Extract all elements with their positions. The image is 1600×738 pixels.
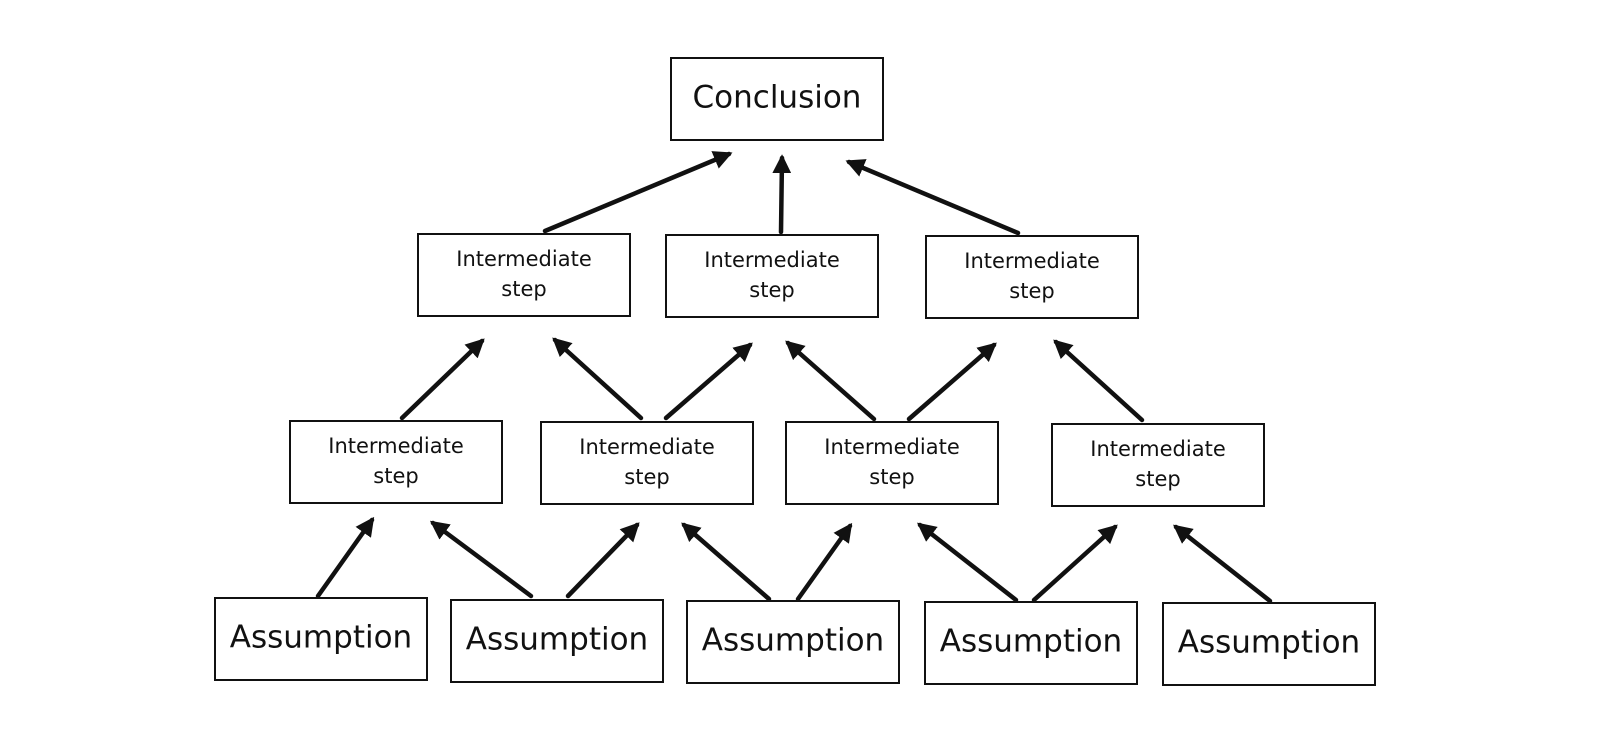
nodes-layer: ConclusionIntermediatestepIntermediatest… [214,57,1376,686]
step-g-label-line-1: Intermediate [1090,437,1226,461]
step-a-label-line-2: step [501,277,546,301]
step-c-label-line-2: step [1009,279,1054,303]
arrow-assumption-1-to-step-d [315,516,375,599]
arrow-step-e-to-step-b [663,342,753,421]
assumption-3-box [686,600,900,684]
step-a-label-line-1: Intermediate [456,247,592,271]
node-step-d: Intermediate step [289,420,503,504]
step-e-label-line-1: Intermediate [579,435,715,459]
step-b-label-line-1: Intermediate [704,248,840,272]
assumption-4-box [924,601,1138,685]
assumption-3-label-line-1: Assumption [702,623,884,659]
assumption-1-label-line-1: Assumption [230,620,412,656]
arrow-assumption-5-to-step-g [1173,524,1273,604]
arrow-step-c-to-conclusion [845,159,1021,236]
arrow-assumption-4-to-step-g [1031,524,1118,603]
assumption-1-box [214,597,428,681]
assumption-5-label-line-1: Assumption [1178,625,1360,661]
edges-layer [315,151,1273,604]
assumption-2-label-line-1: Assumption [466,622,648,658]
node-step-b: Intermediate step [665,234,879,318]
step-f-box [785,421,999,505]
conclusion-label-line-1: Conclusion [693,80,862,116]
node-assumption-4: Assumption [924,601,1138,685]
step-b-box [665,234,879,318]
step-d-label-line-1: Intermediate [328,434,464,458]
step-a-box [417,233,631,317]
step-d-label-line-2: step [373,464,418,488]
arrow-step-f-to-step-b [785,340,877,422]
node-assumption-1: Assumption [214,597,428,681]
step-f-label-line-2: step [869,465,914,489]
arrow-step-b-to-conclusion [772,154,792,235]
assumption-2-box [450,599,664,683]
step-c-label-line-1: Intermediate [964,249,1100,273]
step-g-label-line-2: step [1135,467,1180,491]
conclusion-box [670,57,884,141]
assumption-5-box [1162,602,1376,686]
arrow-assumption-3-to-step-e [681,522,772,602]
step-e-label-line-2: step [624,465,669,489]
arrow-assumption-3-to-step-f [795,522,853,602]
node-step-e: Intermediate step [540,421,754,505]
step-c-box [925,235,1139,319]
arrow-assumption-2-to-step-e [565,522,640,599]
node-assumption-5: Assumption [1162,602,1376,686]
step-f-label-line-1: Intermediate [824,435,960,459]
node-conclusion: Conclusion [670,57,884,141]
node-assumption-3: Assumption [686,600,900,684]
arrow-step-e-to-step-a [552,337,644,421]
node-step-a: Intermediate step [417,233,631,317]
step-d-box [289,420,503,504]
arrow-assumption-4-to-step-f [917,522,1019,603]
step-b-label-line-2: step [749,278,794,302]
node-step-f: Intermediate step [785,421,999,505]
arrow-assumption-2-to-step-d [429,520,534,599]
node-step-g: Intermediate step [1051,423,1265,507]
node-step-c: Intermediate step [925,235,1139,319]
step-g-box [1051,423,1265,507]
arrow-step-d-to-step-a [399,338,485,421]
arrow-step-f-to-step-c [906,342,997,422]
node-assumption-2: Assumption [450,599,664,683]
assumption-4-label-line-1: Assumption [940,624,1122,660]
step-e-box [540,421,754,505]
arrow-step-g-to-step-c [1053,339,1145,423]
arrow-step-a-to-conclusion [542,151,733,234]
